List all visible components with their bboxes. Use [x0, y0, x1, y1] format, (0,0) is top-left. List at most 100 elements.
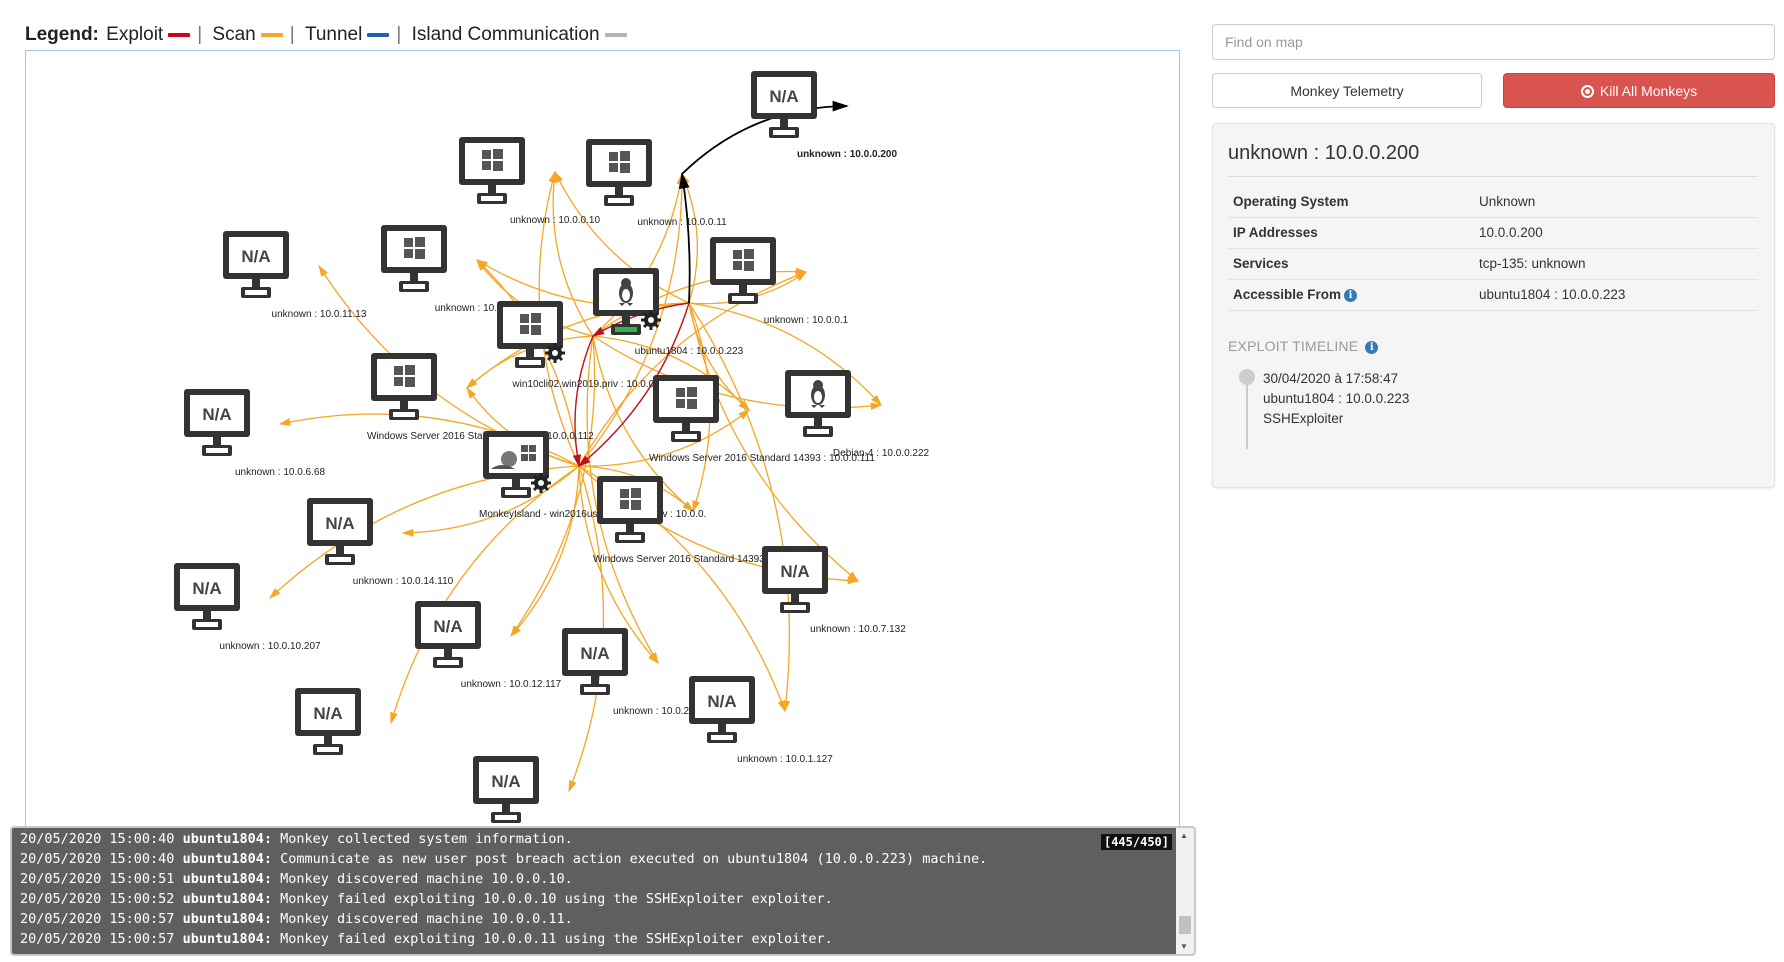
info-icon[interactable]: i [1365, 341, 1379, 354]
map-node[interactable]: N/A [291, 686, 491, 766]
map-node-label: unknown : 10.0.0.1 [763, 315, 849, 326]
unknown-machine-icon[interactable]: N/A [415, 599, 548, 673]
scan-edge [578, 409, 751, 467]
scroll-thumb[interactable] [1179, 916, 1191, 934]
legend-island-swatch [604, 32, 627, 37]
info-icon[interactable]: i [1344, 289, 1358, 302]
unknown-machine-icon[interactable]: N/A [174, 561, 307, 635]
map-node[interactable]: N/A unknown : 10.0.7.132 [758, 544, 958, 635]
log-timestamp: 20/05/2020 15:00:52 [20, 891, 175, 907]
map-node[interactable]: MonkeyIsland - win2016us02.win2019.priv … [479, 429, 706, 520]
map-node[interactable]: unknown : 10.0.0.1 [706, 235, 906, 326]
exploit-edge [577, 302, 690, 467]
unknown-machine-icon[interactable]: N/A [307, 496, 440, 570]
map-node[interactable]: N/A unknown : 10.0.2.22 [558, 626, 758, 717]
map-node[interactable]: N/A unknown : 10.0.0.200 [747, 69, 947, 160]
map-node[interactable]: ubuntu1804 : 10.0.0.223 [589, 266, 789, 357]
windows-machine-icon[interactable] [381, 223, 514, 297]
map-node[interactable]: unknown : 10.0.0.2 [377, 223, 577, 314]
windows-machine-icon[interactable] [497, 299, 630, 373]
log-host: ubuntu1804: [182, 911, 272, 927]
svg-text:N/A: N/A [313, 704, 342, 723]
log-message: Monkey discovered machine 10.0.0.11. [271, 911, 573, 927]
map-node-label: Windows Server 2016 Standard 14393 : 10.… [593, 554, 820, 565]
scan-edge [586, 335, 659, 665]
unknown-machine-icon[interactable]: N/A [562, 626, 695, 700]
windows-machine-icon[interactable] [597, 474, 730, 548]
map-node[interactable]: Windows Server 2016 Standard 14393 : 10.… [367, 351, 594, 442]
scan-edge [549, 170, 594, 337]
map-node[interactable]: unknown : 10.0.0.11 [582, 137, 782, 228]
map-node[interactable]: win10cli02.win2019.priv : 10.0.0.201 [493, 299, 693, 390]
timeline-dot [1239, 369, 1255, 385]
linux-machine-icon[interactable] [785, 368, 918, 442]
unknown-machine-icon[interactable]: N/A [762, 544, 895, 618]
map-node[interactable]: N/A unknown : 10.0.10.207 [170, 561, 370, 652]
unknown-machine-icon[interactable]: N/A [184, 387, 317, 461]
timeline-exploiter: SSHExploiter [1263, 411, 1344, 426]
unknown-machine-icon[interactable]: N/A [223, 229, 356, 303]
log-counter: [445/450] [1100, 834, 1172, 850]
detail-key: Operating System [1228, 186, 1474, 218]
linux-machine-icon[interactable] [593, 266, 726, 340]
island-machine-icon[interactable] [483, 429, 616, 503]
map-node-label: win10cli02.win2019.priv : 10.0.0.201 [512, 379, 674, 390]
legend-scan-label: Scan [212, 24, 256, 45]
windows-machine-icon[interactable] [371, 351, 504, 425]
svg-text:N/A: N/A [202, 405, 231, 424]
map-node-label: unknown : 10.0.7.132 [810, 624, 906, 635]
scan-edge [578, 172, 686, 467]
scroll-up-icon[interactable]: ▲ [1180, 831, 1188, 840]
windows-machine-icon[interactable] [710, 235, 843, 309]
windows-machine-icon[interactable] [653, 373, 786, 447]
log-console[interactable]: 20/05/2020 15:00:40 ubuntu1804: Monkey c… [10, 826, 1196, 956]
log-message: Monkey failed exploiting 10.0.0.10 using… [271, 891, 833, 907]
map-node[interactable]: N/A [469, 754, 669, 829]
log-line: 20/05/2020 15:00:57 ubuntu1804: Monkey f… [20, 929, 987, 949]
map-node[interactable]: Windows Server 2016 Standard 14393 : 10.… [593, 474, 820, 565]
monkey-telemetry-button[interactable]: Monkey Telemetry [1212, 73, 1482, 108]
log-message: Monkey discovered machine 10.0.0.10. [271, 871, 573, 887]
map-node[interactable]: Debian-4 : 10.0.0.222 [781, 368, 981, 459]
find-on-map-input[interactable] [1212, 24, 1775, 60]
map-node-label: unknown : 10.0.0.2 [434, 303, 520, 314]
map-node[interactable]: N/A unknown : 10.0.12.117 [411, 599, 611, 690]
unknown-machine-icon[interactable]: N/A [751, 69, 884, 143]
map-node-label: Windows Server 2016 Standard 14393 : 10.… [367, 431, 594, 442]
map-node-label: unknown : 10.0.12.117 [460, 679, 562, 690]
unknown-machine-icon[interactable]: N/A [295, 686, 428, 760]
detail-value: Unknown [1474, 186, 1758, 218]
scan-edge [401, 465, 580, 537]
node-details-panel: unknown : 10.0.0.200 Operating System Un… [1212, 123, 1775, 488]
svg-text:N/A: N/A [780, 562, 809, 581]
map-node-label: unknown : 10.0.10.207 [219, 641, 321, 652]
scroll-down-icon[interactable]: ▼ [1180, 942, 1188, 951]
detail-value: tcp-135: unknown [1474, 248, 1758, 280]
log-scrollbar[interactable]: ▲ ▼ [1176, 828, 1194, 954]
legend-scan-swatch [260, 32, 283, 37]
windows-machine-icon[interactable] [586, 137, 719, 211]
log-message: Communicate as new user post breach acti… [271, 851, 988, 867]
map-node[interactable]: Windows Server 2016 Standard 14393 : 10.… [649, 373, 875, 464]
log-host: ubuntu1804: [182, 831, 272, 847]
scan-edge [510, 335, 596, 638]
windows-machine-icon[interactable] [459, 135, 592, 209]
log-line: 20/05/2020 15:00:51 ubuntu1804: Monkey d… [20, 869, 987, 889]
detail-row-os: Operating System Unknown [1228, 186, 1758, 218]
map-node[interactable]: unknown : 10.0.0.10 [455, 135, 655, 226]
unknown-machine-icon[interactable]: N/A [689, 674, 822, 748]
log-lines: 20/05/2020 15:00:40 ubuntu1804: Monkey c… [20, 829, 987, 949]
scan-edge [592, 172, 685, 337]
map-node-label: unknown : 10.0.2.22 [612, 706, 704, 717]
kill-all-monkeys-button[interactable]: Kill All Monkeys [1503, 73, 1775, 108]
svg-text:N/A: N/A [241, 247, 270, 266]
log-host: ubuntu1804: [182, 891, 272, 907]
map-node-label: unknown : 10.0.0.200 [796, 149, 898, 160]
unknown-machine-icon[interactable]: N/A [473, 754, 606, 828]
detail-key: IP Addresses [1228, 217, 1474, 249]
network-map[interactable]: N/A unknown : 10.0.0.200 unknown : 10.0.0.… [25, 50, 1180, 830]
